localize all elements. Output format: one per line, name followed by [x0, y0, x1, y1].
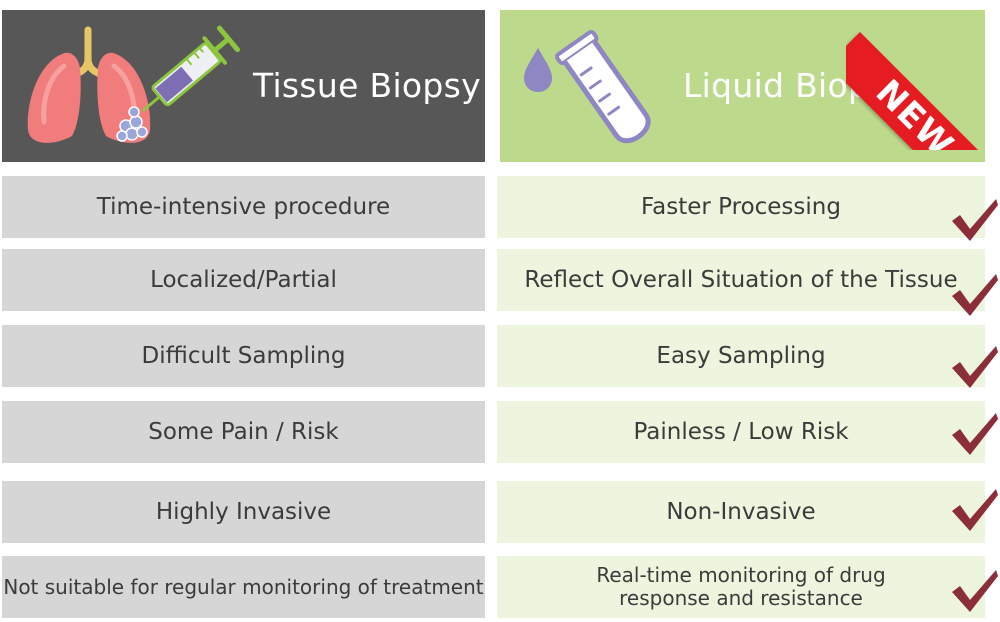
tissue-row-5: Highly Invasive [2, 481, 485, 543]
check-icon [952, 274, 998, 316]
test-tube-drop-icon [524, 29, 651, 144]
liquid-row-4: Painless / Low Risk [497, 401, 985, 463]
tissue-biopsy-header: Tissue Biopsy [2, 10, 485, 162]
liquid-row-6: Real-time monitoring of drug response an… [497, 556, 985, 618]
check-icon [952, 489, 998, 531]
check-icon [952, 199, 998, 241]
tissue-row-4: Some Pain / Risk [2, 401, 485, 463]
liquid-row-5: Non-Invasive [497, 481, 985, 543]
tissue-biopsy-title: Tissue Biopsy [253, 66, 481, 105]
tissue-row-6: Not suitable for regular monitoring of t… [2, 556, 485, 618]
check-icon [952, 346, 998, 388]
check-icon [952, 413, 998, 455]
liquid-row-2: Reflect Overall Situation of the Tissue [497, 249, 985, 311]
liquid-row-3: Easy Sampling [497, 325, 985, 387]
tissue-row-2: Localized/Partial [2, 249, 485, 311]
new-ribbon: NEW [846, 0, 1000, 150]
new-badge-text: NEW [867, 72, 962, 150]
tissue-row-3: Difficult Sampling [2, 325, 485, 387]
lungs-syringe-icon [27, 25, 240, 143]
check-icon [952, 570, 998, 612]
liquid-row-1: Faster Processing [497, 176, 985, 238]
tissue-row-1: Time-intensive procedure [2, 176, 485, 238]
